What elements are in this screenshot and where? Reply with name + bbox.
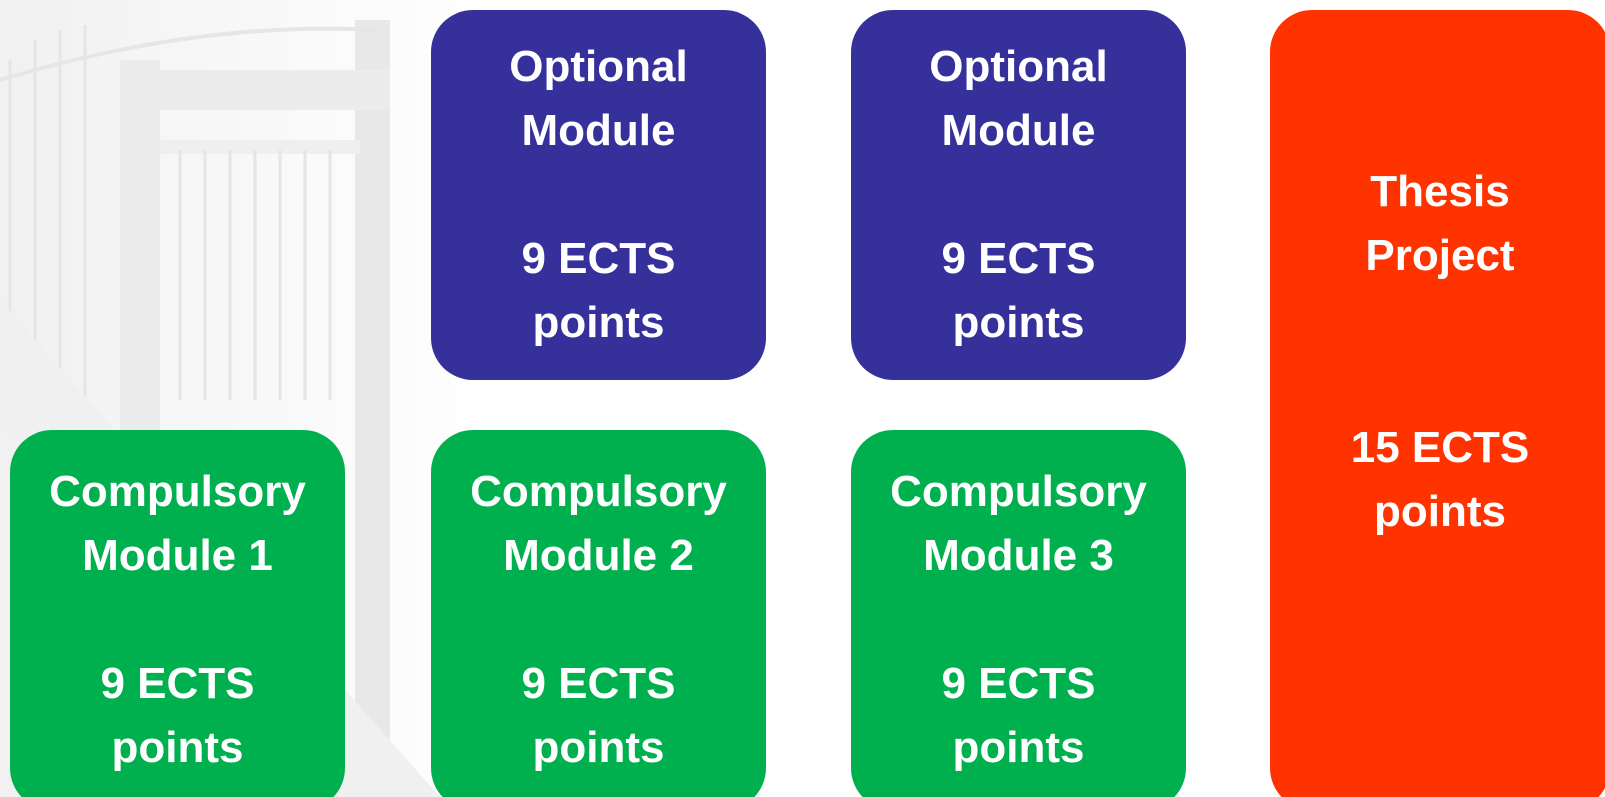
optional-module-box-1: Optional Module 9 ECTS points xyxy=(431,10,766,380)
optional-module-points-line1: 9 ECTS xyxy=(941,234,1096,283)
optional-module-title-line1: Optional xyxy=(929,42,1108,91)
compulsory-module-points-line1: 9 ECTS xyxy=(521,659,676,708)
thesis-title-line1: Thesis xyxy=(1370,167,1510,216)
compulsory-module-title-line2: Module 2 xyxy=(503,531,694,580)
compulsory-module-points-line1: 9 ECTS xyxy=(100,659,255,708)
compulsory-module-box-3: Compulsory Module 3 9 ECTS points xyxy=(851,430,1186,797)
optional-module-title-line2: Module xyxy=(521,106,676,155)
compulsory-module-title-line1: Compulsory xyxy=(49,467,306,516)
compulsory-module-title-line1: Compulsory xyxy=(890,467,1147,516)
compulsory-module-box-1: Compulsory Module 1 9 ECTS points xyxy=(10,430,345,797)
optional-module-box-2: Optional Module 9 ECTS points xyxy=(851,10,1186,380)
thesis-title-line2: Project xyxy=(1365,231,1515,280)
compulsory-module-points-line2: points xyxy=(952,723,1085,772)
compulsory-module-points-line2: points xyxy=(111,723,244,772)
compulsory-module-title-line2: Module 3 xyxy=(923,531,1114,580)
optional-module-points-line2: points xyxy=(532,298,665,347)
optional-module-points-line1: 9 ECTS xyxy=(521,234,676,283)
compulsory-module-title-line2: Module 1 xyxy=(82,531,273,580)
compulsory-module-title-line1: Compulsory xyxy=(470,467,727,516)
optional-module-title-line2: Module xyxy=(941,106,1096,155)
optional-module-points-line2: points xyxy=(952,298,1085,347)
thesis-points-line2: points xyxy=(1374,487,1506,536)
compulsory-module-box-2: Compulsory Module 2 9 ECTS points xyxy=(431,430,766,797)
compulsory-module-points-line1: 9 ECTS xyxy=(941,659,1096,708)
compulsory-module-points-line2: points xyxy=(532,723,665,772)
thesis-points-line1: 15 ECTS xyxy=(1350,423,1530,472)
thesis-project-box: Thesis Project 15 ECTS points xyxy=(1270,10,1605,797)
optional-module-title-line1: Optional xyxy=(509,42,688,91)
